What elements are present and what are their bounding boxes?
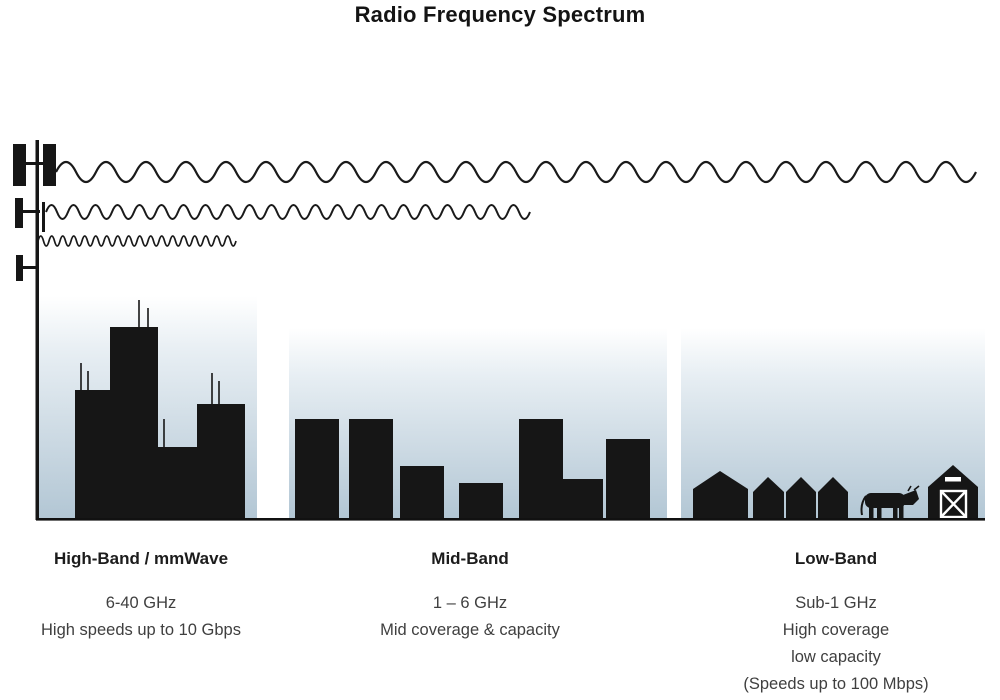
radio-waves	[37, 160, 977, 247]
band-detail-line: Mid coverage & capacity	[380, 621, 560, 639]
band-name: Low-Band	[794, 549, 878, 568]
band-name: Mid-Band	[431, 549, 509, 568]
lowband-rural-scene	[693, 465, 978, 519]
medium-wavelength-wave-icon	[45, 204, 531, 220]
band-detail-line: (Speeds up to 100 Mbps)	[743, 675, 929, 693]
barn-door-icon	[939, 489, 968, 519]
short-wavelength-wave-icon	[37, 235, 237, 247]
band-name: High-Band / mmWave	[53, 549, 229, 568]
band-detail-line: low capacity	[791, 648, 881, 666]
house-icon	[753, 477, 784, 519]
band-detail-line: Sub-1 GHz	[795, 594, 877, 612]
ground-line	[36, 518, 985, 521]
band-detail-line: 6-40 GHz	[105, 594, 177, 612]
spectrum-illustration	[13, 140, 985, 521]
band-detail-line: High coverage	[782, 621, 890, 639]
midband-buildings	[295, 419, 650, 520]
band-detail-line: 1 – 6 GHz	[432, 594, 508, 612]
page-title: Radio Frequency Spectrum	[354, 2, 646, 27]
band-detail-line: High speeds up to 10 Gbps	[41, 621, 241, 639]
house-icon	[693, 471, 748, 519]
midband-label-block: Mid-Band 1 – 6 GHz Mid coverage & capaci…	[348, 549, 592, 644]
highband-city-skyline	[75, 300, 245, 520]
long-wavelength-wave-icon	[55, 160, 977, 184]
house-icon	[786, 477, 816, 519]
cow-icon	[860, 485, 920, 518]
highband-label-block: High-Band / mmWave 6-40 GHz High speeds …	[18, 549, 264, 644]
cell-tower-icon	[13, 140, 56, 520]
lowband-label-block: Low-Band Sub-1 GHz High coverage low cap…	[698, 549, 974, 698]
barn-icon	[928, 465, 978, 519]
house-icon	[818, 477, 848, 519]
rooftop-antennas	[80, 300, 220, 447]
